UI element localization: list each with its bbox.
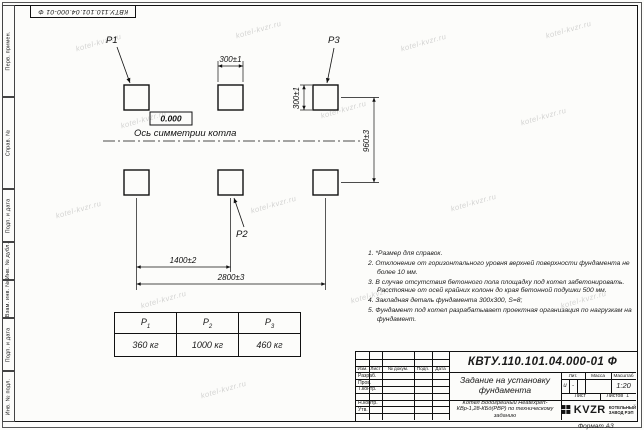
load-header-sub: 3	[270, 323, 275, 330]
dim-half-span: 1400±2	[170, 256, 197, 265]
load-header-p3: Р3	[238, 312, 301, 334]
note-1: 1. *Размер для справок.	[368, 250, 443, 257]
tb-product-subtitle: Котел Водогрейный Heatexpert-КВр-1,28-КБ…	[456, 399, 554, 420]
leader-lines	[116, 46, 335, 228]
foundation-pad	[123, 84, 150, 111]
dim-pad-width: 300±1	[219, 55, 241, 64]
kvzr-logo-text: KVZR	[573, 403, 606, 416]
load-header-p2: Р2	[176, 312, 239, 334]
tb-lit-value-3	[577, 379, 585, 393]
top-doc-number: КВТУ.110.101.04.000-01 Ф	[37, 7, 129, 15]
note-2: 2. Отклонение от горизонтального уровня …	[368, 260, 630, 276]
tb-role-nkontr: Н.контр.	[358, 399, 378, 406]
load-table-value-row: 360 кг 1000 кг 460 кг	[114, 333, 301, 357]
tb-lit-label: Лит.	[568, 373, 578, 379]
strip-label: Подп. и дата	[5, 198, 12, 233]
strip-vzam-inv: Взам. инв. №	[2, 280, 15, 318]
foundation-pad	[123, 169, 150, 196]
dim-pad-height: 300±1	[292, 87, 301, 109]
strip-label: Справ. №	[5, 129, 12, 157]
load-header-p1: Р1	[114, 312, 177, 334]
technical-notes: 1. *Размер для справок. 2. Отклонение от…	[368, 250, 636, 326]
symmetry-axis-label: Ось симметрии котла	[134, 128, 236, 139]
tb-col-podp: Подп.	[416, 366, 430, 372]
pad-label-p3: Р3	[328, 35, 340, 46]
tb-scale-label: Масштаб	[613, 373, 634, 379]
tb-role-razrab: Разраб.	[358, 372, 377, 379]
load-table-header-row: Р1 Р2 Р3	[114, 312, 301, 334]
strip-inv-podl: Инв. № подл.	[2, 371, 15, 422]
top-doc-number-box: КВТУ.110.101.04.000-01 Ф	[30, 5, 136, 18]
strip-label: Подп. и дата	[5, 327, 12, 362]
tb-sheets-value: 1	[626, 393, 629, 400]
load-header-sub: 1	[146, 323, 151, 330]
kvzr-logo-caption: КОТЕЛЬНЫЙ ЗАВОД РЭП	[609, 405, 636, 416]
tb-scale-value: 1:20	[616, 381, 631, 391]
tb-sheets-label: Листов	[606, 393, 624, 400]
strip-podp-data-2: Подп. и дата	[2, 318, 15, 371]
tb-role-prov: Пров.	[358, 379, 372, 386]
tb-mass-label: Масса	[591, 373, 605, 379]
foundation-pad	[217, 84, 244, 111]
note-4: 4. Закладная деталь фундамента 300х300, …	[368, 297, 523, 305]
tb-col-izm: Изм.	[357, 366, 368, 372]
load-header-base: Р	[140, 316, 147, 327]
note-5: 5. Фундамент под котел разрабатывает про…	[368, 307, 632, 324]
tb-col-list: Лист	[370, 366, 381, 372]
kvzr-caption-line2: ЗАВОД РЭП	[608, 409, 634, 415]
strip-label: Инв. № подл.	[5, 378, 12, 415]
tb-sheet-label: Лист	[574, 393, 586, 400]
kvzr-caption-line1: КОТЕЛЬНЫЙ	[608, 404, 636, 410]
foundation-pad	[312, 84, 339, 111]
tb-lit-value-2: -	[572, 382, 574, 389]
tb-role-tkontr: Т.контр.	[358, 386, 377, 393]
note-3: 3. В случае отсутствия бетонного пола пл…	[368, 278, 625, 295]
load-value-p2: 1000 кг	[176, 333, 239, 357]
elevation-label: 0.000	[160, 114, 182, 124]
load-header-sub: 2	[208, 323, 213, 330]
title-block: Изм. Лист № докум. Подп. Дата Разраб. Пр…	[355, 351, 638, 422]
tb-col-data: Дата	[435, 366, 446, 372]
foundation-pad	[312, 169, 339, 196]
load-header-base: Р	[202, 316, 209, 327]
tb-drawing-title: Задание на установку фундамента	[460, 375, 550, 395]
drawing-frame	[14, 5, 638, 422]
strip-label: Инв. № дубл.	[5, 242, 12, 280]
elevation-box	[149, 111, 193, 126]
load-table: Р1 Р2 Р3 360 кг 1000 кг 460 кг	[114, 312, 301, 357]
strip-inv-dubl: Инв. № дубл.	[2, 242, 15, 280]
foundation-pad	[217, 169, 244, 196]
strip-label: Перв. примен.	[5, 31, 12, 71]
tb-col-ndokum: № докум.	[387, 366, 409, 372]
strip-sprav-n: Справ. №	[2, 97, 15, 189]
dimension-lines	[136, 61, 379, 290]
pad-label-p2: Р2	[236, 229, 248, 240]
tb-doc-number: КВТУ.110.101.04.000-01 Ф	[467, 356, 618, 369]
tb-logo-cell: KVZR КОТЕЛЬНЫЙ ЗАВОД РЭП	[561, 400, 636, 420]
tb-lit-value-1: и	[563, 382, 567, 389]
foundation-pads	[123, 84, 339, 196]
load-header-base: Р	[264, 316, 271, 327]
tb-role-utv: Утв.	[358, 406, 368, 413]
strip-perv-primen: Перв. примен.	[2, 5, 15, 97]
strip-label: Взам. инв. №	[5, 280, 12, 318]
tb-sheets-cell: Листов 1	[600, 393, 637, 400]
dim-full-span: 2800±3	[217, 273, 245, 282]
dim-row-spacing: 960±3	[362, 129, 371, 152]
kvzr-logo-icon	[561, 405, 571, 415]
load-value-p1: 360 кг	[114, 333, 177, 357]
pad-label-p1: Р1	[106, 35, 118, 46]
format-label: Формат А3	[578, 423, 614, 430]
load-value-p3: 460 кг	[238, 333, 301, 357]
strip-podp-data-1: Подп. и дата	[2, 189, 15, 242]
